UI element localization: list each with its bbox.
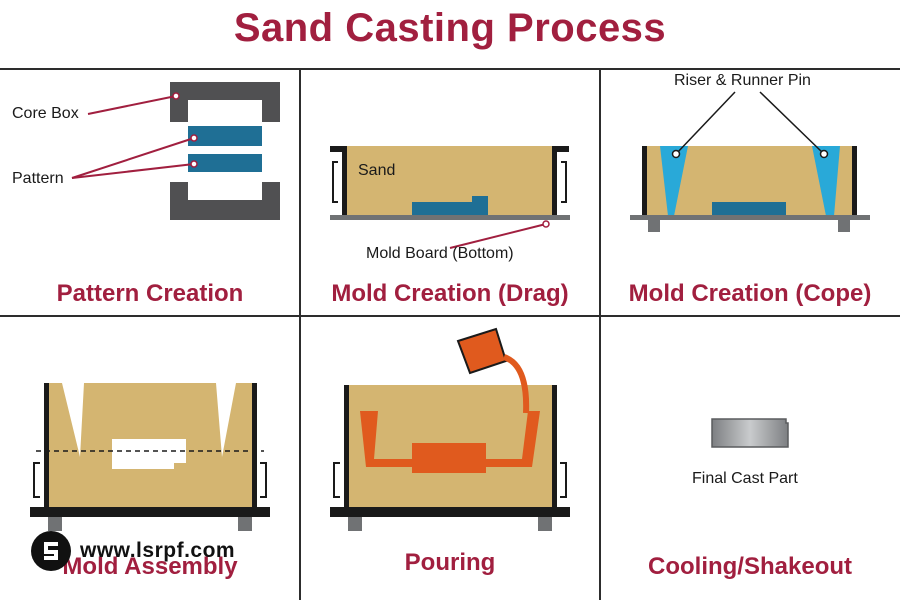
drag-pattern — [412, 196, 488, 216]
flask-top-left — [330, 146, 344, 152]
pattern-piece-top — [188, 126, 262, 146]
riser-leader-1 — [675, 91, 736, 155]
flask-wall-left — [342, 146, 347, 216]
mold-cope-illustration — [630, 91, 870, 232]
lsrpf-logo-icon — [31, 531, 71, 571]
pattern-piece-bottom — [188, 154, 262, 172]
cope-wall-right — [852, 146, 857, 216]
pattern-creation-illustration — [71, 82, 280, 220]
caption-mold-assembly: Mold Assembly — [62, 553, 238, 580]
panel-mold-drag: Sand Mold Board (Bottom) Mold Creation (… — [300, 70, 600, 310]
assembly-cavity — [112, 439, 186, 469]
assembly-foot-right — [238, 517, 252, 531]
core-box-leader-dot — [172, 92, 180, 100]
pouring-handle-right — [560, 462, 567, 498]
pattern-leader-dot-2 — [190, 160, 198, 168]
cope-foot-left — [648, 220, 660, 232]
flask-handle-right — [561, 161, 567, 203]
grid-line-right — [599, 68, 601, 600]
pouring-base-plate — [330, 507, 570, 517]
pattern-leader-dot-1 — [190, 134, 198, 142]
mold-assembly-illustration — [30, 383, 270, 531]
watermark-text: www.lsrpf.com — [80, 539, 236, 562]
riser-leader-dot-1 — [671, 149, 681, 159]
grid-line-middle — [0, 315, 900, 317]
final-cast-part-label: Final Cast Part — [692, 470, 798, 487]
mold-drag-illustration — [330, 146, 570, 249]
flask-handle-left — [332, 161, 338, 203]
grid-line-left — [299, 68, 301, 600]
molten-metal-cavity — [360, 411, 540, 473]
riser-leader-dot-2 — [819, 149, 829, 159]
panel-mold-cope: Riser & Runner Pin Mold Creation (Cope) — [600, 70, 900, 310]
caption-cooling: Cooling/Shakeout — [648, 553, 852, 580]
riser-runner-label: Riser & Runner Pin — [674, 72, 811, 89]
ladle — [456, 327, 508, 375]
cooling-illustration — [711, 418, 789, 448]
pattern-label: Pattern — [12, 170, 64, 187]
assembly-base-plate — [30, 507, 270, 517]
assembly-wall-left — [44, 383, 49, 509]
pouring-wall-right — [552, 385, 557, 507]
assembly-wall-right — [252, 383, 257, 509]
page-title: Sand Casting Process — [233, 6, 667, 50]
mold-board-leader-dot — [542, 220, 550, 228]
grid-line-top — [0, 68, 900, 70]
riser-left — [660, 146, 688, 216]
pour-stream — [502, 354, 530, 414]
cope-pattern — [712, 202, 786, 216]
flask-wall-right — [552, 146, 557, 216]
caption-mold-cope: Mold Creation (Cope) — [628, 280, 872, 307]
core-box-top — [170, 82, 280, 122]
pouring-foot-right — [538, 517, 552, 531]
caption-pouring: Pouring — [404, 549, 496, 576]
core-box-bottom — [170, 182, 280, 220]
mold-board-leader — [449, 223, 547, 249]
pouring-wall-left — [344, 385, 349, 507]
panel-cooling: Final Cast Part Cooling/Shakeout — [600, 317, 900, 580]
sand-label: Sand — [358, 162, 396, 179]
panel-pattern-creation: Core Box Pattern Pattern Creation — [0, 70, 300, 310]
cope-board — [630, 215, 870, 220]
caption-pattern-creation: Pattern Creation — [56, 280, 244, 307]
mold-board — [330, 215, 570, 220]
pattern-leader-1 — [71, 137, 195, 179]
watermark: www.lsrpf.com — [30, 530, 235, 572]
assembly-handle-right — [260, 462, 267, 498]
core-box-label: Core Box — [12, 105, 79, 122]
cope-foot-right — [838, 220, 850, 232]
final-cast-part — [711, 418, 789, 448]
pouring-handle-left — [333, 462, 340, 498]
caption-mold-drag: Mold Creation (Drag) — [331, 280, 569, 307]
pattern-leader-2 — [71, 163, 195, 179]
panel-pouring: Pouring — [300, 317, 600, 576]
flask-top-right — [555, 146, 569, 152]
core-box-leader — [87, 95, 177, 115]
pouring-foot-left — [348, 517, 362, 531]
panel-mold-assembly: Mold Assembly — [0, 317, 300, 580]
assembly-handle-left — [33, 462, 40, 498]
cope-wall-left — [642, 146, 647, 216]
riser-leader-2 — [759, 91, 825, 155]
mold-board-label: Mold Board (Bottom) — [366, 245, 514, 262]
assembly-foot-left — [48, 517, 62, 531]
pouring-illustration — [330, 327, 570, 531]
runner-right — [812, 146, 840, 216]
